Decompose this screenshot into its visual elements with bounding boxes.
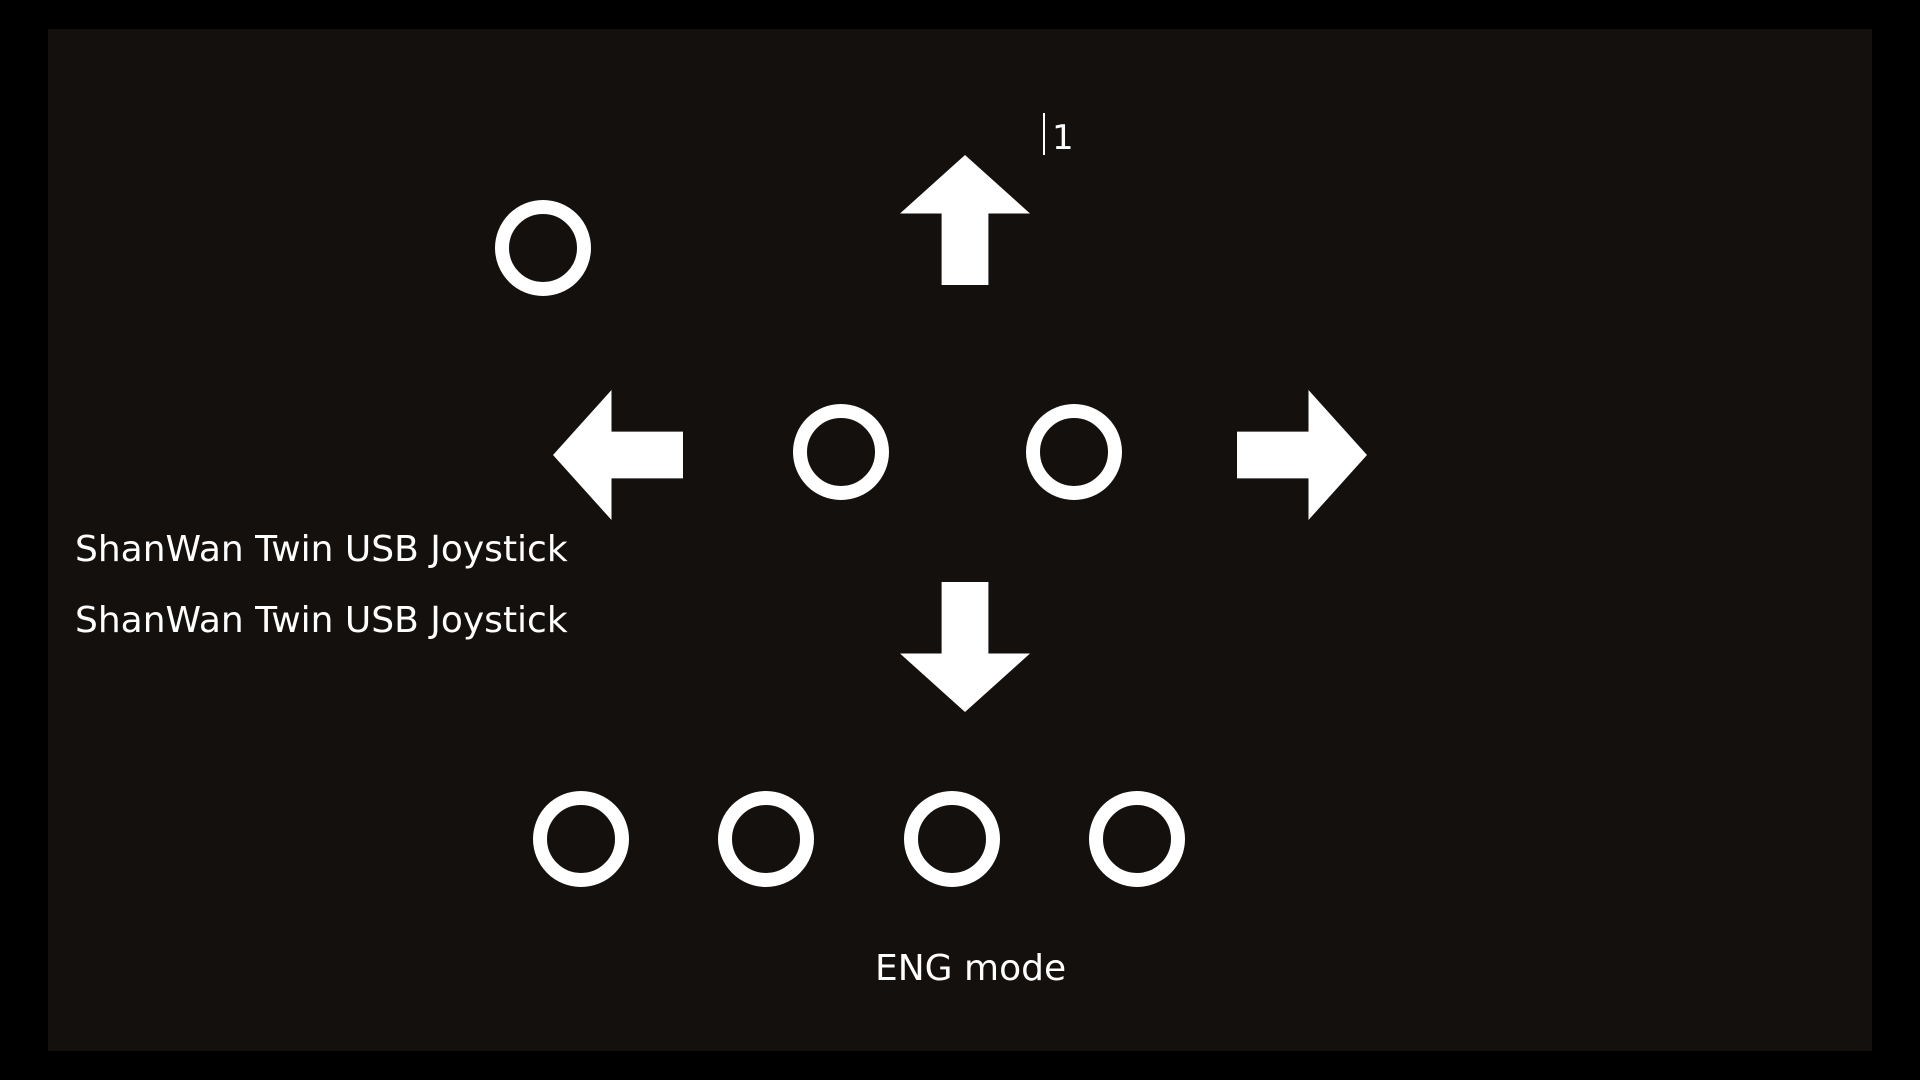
top-left-button-ring-icon — [495, 200, 591, 296]
arrow-right-icon — [1237, 390, 1367, 520]
mode-status-label: ENG mode — [875, 948, 1067, 989]
bottom-button-ring-3-icon — [904, 791, 1000, 887]
counter-value: 1 — [1052, 118, 1074, 158]
arrow-down-icon — [900, 582, 1030, 712]
arrow-up-icon — [900, 155, 1030, 285]
bottom-button-ring-4-icon — [1089, 791, 1185, 887]
center-right-button-ring-icon — [1026, 404, 1122, 500]
bottom-button-ring-1-icon — [533, 791, 629, 887]
device-name-2: ShanWan Twin USB Joystick — [75, 600, 568, 641]
device-name-1: ShanWan Twin USB Joystick — [75, 529, 568, 570]
arrow-left-icon — [553, 390, 683, 520]
text-cursor — [1043, 113, 1045, 155]
center-left-button-ring-icon — [793, 404, 889, 500]
bottom-button-ring-2-icon — [718, 791, 814, 887]
